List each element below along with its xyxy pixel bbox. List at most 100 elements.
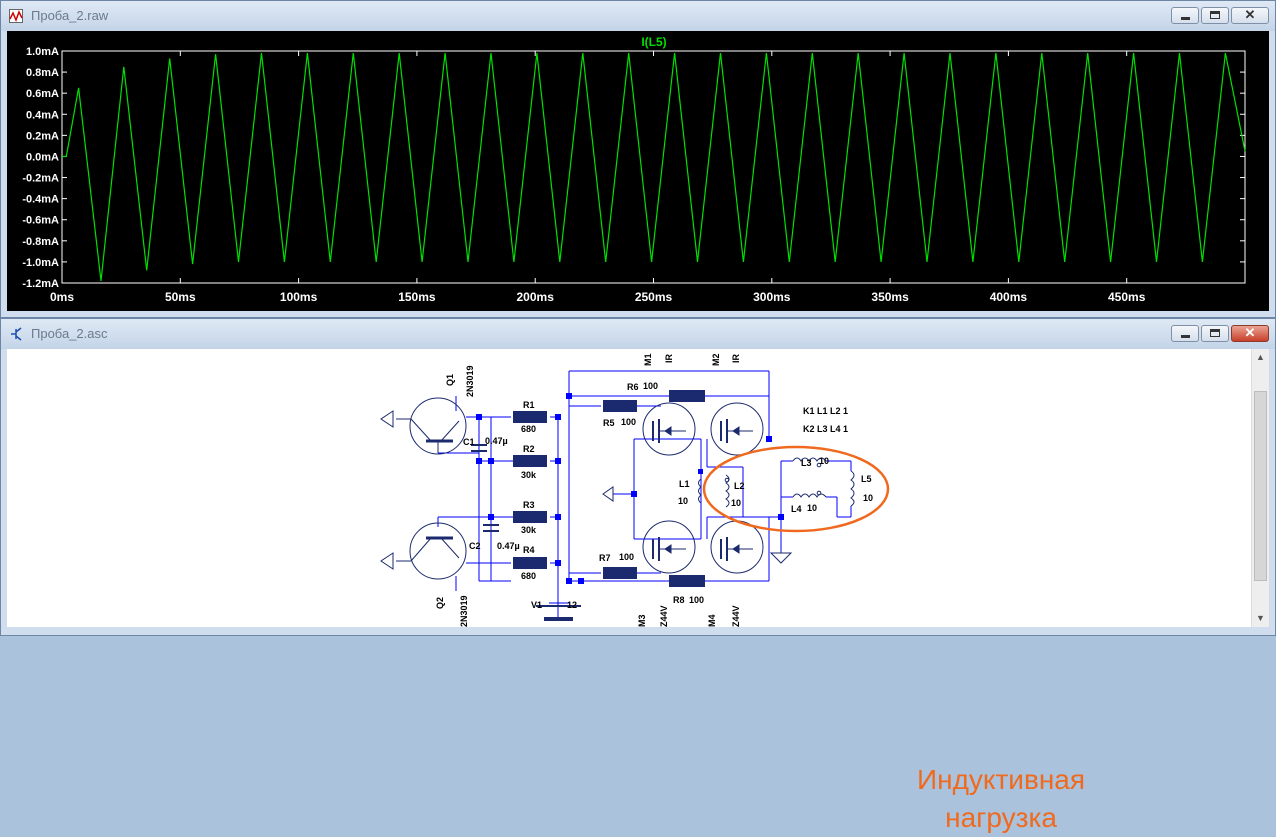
schematic-window-controls: ✕: [1171, 325, 1269, 342]
minimize-icon: [1181, 17, 1190, 20]
value-r5: 100: [621, 417, 636, 427]
close-icon: ✕: [1244, 325, 1256, 340]
capacitor-c1[interactable]: [471, 444, 487, 452]
value-r2: 30k: [521, 470, 537, 480]
x-tick-label: 100ms: [280, 290, 318, 304]
schematic-minimize-button[interactable]: [1171, 325, 1199, 342]
inductor-l5[interactable]: [850, 470, 855, 507]
label-r3: R3: [523, 500, 535, 510]
scroll-down-arrow-icon[interactable]: ▼: [1256, 613, 1265, 623]
transistor-q1[interactable]: [396, 397, 467, 455]
resistor-r8[interactable]: [669, 575, 705, 587]
label-l5: L5: [861, 474, 872, 484]
waveform-minimize-button[interactable]: [1171, 7, 1199, 24]
resistor-r6[interactable]: [669, 390, 705, 402]
spice-directive-k2[interactable]: K2 L3 L4 1: [803, 424, 848, 434]
transistor-q2[interactable]: [396, 522, 467, 580]
inductor-l4[interactable]: [792, 493, 827, 498]
resistor-r5[interactable]: [603, 400, 637, 412]
value-r8: 100: [689, 595, 704, 605]
annotation-line-2: нагрузка: [945, 802, 1057, 833]
mosfet-m4[interactable]: [710, 520, 764, 574]
label-q2: Q2: [435, 597, 445, 609]
mosfet-m2[interactable]: [710, 402, 764, 456]
x-tick-label: 250ms: [635, 290, 673, 304]
resistor-r7[interactable]: [603, 567, 637, 579]
y-tick-label: 0.4mA: [26, 109, 59, 121]
label-r8: R8: [673, 595, 685, 605]
label-r7: R7: [599, 553, 611, 563]
value-l4: 10: [807, 503, 817, 513]
ground-arrows: [380, 410, 614, 570]
waveform-window-title: Проба_2.raw: [31, 8, 109, 23]
schematic-titlebar[interactable]: Проба_2.asc ✕: [1, 319, 1275, 349]
label-m3: M3: [637, 614, 647, 627]
mosfet-m3[interactable]: [642, 520, 696, 574]
label-l4: L4: [791, 504, 802, 514]
label-l1: L1: [679, 479, 690, 489]
voltage-source-v1[interactable]: [536, 605, 581, 621]
y-tick-label: -1.2mA: [22, 278, 59, 290]
annotation-line-1: Индуктивная: [916, 764, 1086, 795]
schematic-app-icon: [11, 327, 22, 341]
trace-i-l5[interactable]: [62, 52, 1246, 281]
value-r6: 100: [643, 381, 658, 391]
y-tick-label: 0.2mA: [26, 130, 59, 142]
waveform-chart[interactable]: I(L5) 1.0mA0.8mA0.6mA0.4mA0.2mA0.0mA-0.2…: [7, 31, 1269, 311]
label-r1: R1: [523, 400, 535, 410]
annotation-text: Индуктивная нагрузка: [896, 761, 1106, 837]
label-q1-model: 2N3019: [465, 365, 475, 397]
resistor-r1[interactable]: [513, 411, 547, 423]
coupling-dots: [724, 462, 822, 496]
ground-symbol: [769, 551, 793, 564]
label-r2: R2: [523, 444, 535, 454]
inductor-l3[interactable]: [792, 457, 827, 462]
y-axis-ticks: 1.0mA0.8mA0.6mA0.4mA0.2mA0.0mA-0.2mA-0.4…: [22, 46, 1245, 290]
value-l3: 10: [819, 456, 829, 466]
x-tick-label: 400ms: [990, 290, 1028, 304]
inductor-l1[interactable]: [698, 478, 702, 504]
value-c1: 0.47µ: [485, 436, 508, 446]
x-tick-label: 0ms: [50, 290, 74, 304]
label-r4: R4: [523, 545, 535, 555]
value-c2: 0.47µ: [497, 541, 520, 551]
minimize-icon: [1181, 335, 1190, 338]
x-tick-label: 200ms: [517, 290, 555, 304]
resistor-r4[interactable]: [513, 557, 547, 569]
mosfet-m1[interactable]: [642, 402, 696, 456]
waveform-close-button[interactable]: ✕: [1231, 7, 1269, 24]
schematic-canvas[interactable]: Q1 2N3019 Q2 2N3019 R1 680 R2 30k R3 30k…: [7, 349, 1269, 627]
scroll-up-arrow-icon[interactable]: ▲: [1256, 352, 1265, 362]
y-tick-label: 1.0mA: [26, 46, 59, 58]
annotation-ellipse[interactable]: [702, 445, 890, 533]
schematic-vertical-scrollbar[interactable]: ▲ ▼: [1251, 349, 1269, 627]
y-tick-label: -0.2mA: [22, 173, 59, 185]
resistor-r3[interactable]: [513, 511, 547, 523]
value-l2: 10: [731, 498, 741, 508]
schematic-window[interactable]: Проба_2.asc ✕: [0, 318, 1276, 833]
capacitor-c2[interactable]: [483, 524, 499, 532]
label-m2-model: IR: [731, 353, 741, 363]
waveform-maximize-button[interactable]: [1201, 7, 1229, 24]
y-tick-label: 0.0mA: [26, 151, 59, 163]
label-l3: L3: [801, 458, 812, 468]
spice-directive-k1[interactable]: K1 L1 L2 1: [803, 406, 848, 416]
scroll-thumb[interactable]: [1254, 391, 1267, 581]
value-v1: 12: [567, 600, 577, 610]
trace-label[interactable]: I(L5): [641, 35, 666, 49]
waveform-titlebar[interactable]: Проба_2.raw ✕: [1, 1, 1275, 31]
y-tick-label: -0.8mA: [22, 236, 59, 248]
schematic-maximize-button[interactable]: [1201, 325, 1229, 342]
label-c1: C1: [463, 437, 475, 447]
schematic-close-button[interactable]: ✕: [1231, 325, 1269, 342]
resistor-r2[interactable]: [513, 455, 547, 467]
y-tick-label: -1.0mA: [22, 257, 59, 269]
wires: [437, 370, 852, 617]
schematic-drawing[interactable]: Q1 2N3019 Q2 2N3019 R1 680 R2 30k R3 30k…: [7, 349, 1269, 627]
value-r4: 680: [521, 571, 536, 581]
label-m1-model: IR: [664, 353, 674, 363]
x-tick-label: 350ms: [871, 290, 909, 304]
